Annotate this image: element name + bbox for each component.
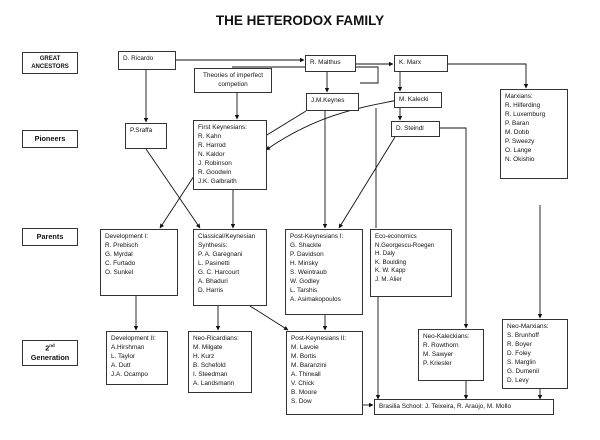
node-neo-marxians: Neo-Marxians: S. Brunhoff R. Boyer D. Fo… [502, 319, 568, 389]
list-item: K. W. Kapp [375, 267, 406, 275]
node-ricardo: D. Ricardo [118, 51, 176, 70]
list-item: G. Myrdal [105, 250, 133, 258]
list-item: A. Landsmann [193, 379, 235, 387]
list-item: P. A. Garegnani [198, 250, 243, 258]
list-item: M. Sawyer [423, 350, 454, 358]
node-steindl: D. Steindl [391, 121, 440, 137]
list-item: H. Minsky [290, 259, 319, 267]
list-item: P. Baran [505, 119, 530, 127]
list-item: P. Davidson [290, 250, 324, 258]
node-development-1: Development I: R. Prebisch G. Myrdal C. … [100, 229, 178, 296]
list-item: R. Boyer [507, 340, 532, 348]
list-item: M. Milgate [193, 343, 223, 351]
list-item: P. Sweezy [505, 137, 535, 145]
list-item: A. Thirwall [291, 370, 321, 378]
gen-label-pioneers: Pioneers [22, 130, 78, 148]
link-marx-marxians [448, 63, 529, 89]
node-brasilia-school: Brasilia School: J. Teixeira, R. Araújo,… [374, 399, 554, 415]
node-malthus: R. Malthus [305, 55, 356, 72]
list-item: N.Georgescu-Roegen [375, 241, 435, 249]
list-item: R. Goodwin [198, 168, 232, 176]
link-keynes-first-keynesians [261, 110, 307, 139]
diagram-title: THE HETERODOX FAMILY [215, 13, 385, 28]
list-item: H. Daly [375, 250, 395, 258]
list-item: R. Harrod [198, 141, 226, 149]
node-kalecki: M. Kalecki [394, 92, 442, 108]
list-item: A. Dutt [111, 361, 131, 369]
gen-label-parents: Parents [22, 228, 78, 246]
gen-word: Generation [30, 353, 70, 363]
node-eco-economics: Eco-economics N.Georgescu-Roegen H. Daly… [370, 229, 452, 297]
node-post-keynesians-1: Post-Keynesians I: G. Shackle P. Davidso… [285, 229, 363, 315]
list-item: J.A. Ocampo [111, 370, 148, 378]
list-item: P. Kriesler [423, 359, 452, 367]
node-neo-ricardians: Neo-Ricardians: M. Milgate H. Kurz B. Sc… [188, 331, 252, 393]
gen-label-second-generation: 2nd Generation [22, 340, 78, 366]
list-item: N. Kaldor [198, 150, 225, 158]
list-item: L. Taylor [111, 352, 136, 360]
node-first-keynesians: First Keynesians: R. Kahn R. Harrod N. K… [193, 120, 267, 190]
node-keynes: J.M.Keynes [306, 93, 359, 111]
link-classical-post-keynesians2 [249, 305, 289, 331]
list-item: M. Baranzini [291, 361, 327, 369]
list-item: H. Kurz [193, 352, 215, 360]
list-item: G. C. Harcourt [198, 268, 240, 276]
list-item: G. Dumenil [507, 367, 539, 375]
node-classical-keynesian: Classical/Keynesian Synthesis: P. A. Gar… [193, 229, 267, 306]
node-neo-kaleckians: Neo-Kaleckians: R. Rowthorn M. Sawyer P.… [418, 329, 484, 381]
list-item: G. Shackle [290, 241, 322, 249]
list-item: L. Pasinetti [198, 259, 230, 267]
list-item: S. Marglin [507, 358, 536, 366]
node-sraffa: P.Sraffa [125, 123, 167, 149]
list-item: M. Dobb [505, 128, 530, 136]
list-item: J.K. Galbraith [198, 177, 237, 185]
list-item: M. Lavoie [291, 343, 319, 351]
list-item: R. Kahn [198, 132, 222, 140]
list-item: S. Brunhoff [507, 331, 539, 339]
list-item: A. Asimakopoulos [290, 295, 341, 303]
list-item: D. Foley [507, 349, 531, 357]
list-item: O. Lange [505, 146, 532, 154]
list-item: W. Godley [290, 277, 320, 285]
link-first-development [159, 172, 197, 229]
node-marx: K. Marx [394, 55, 448, 72]
gen-suffix: nd [49, 342, 55, 348]
list-item: A. Bhaduri [198, 277, 228, 285]
list-item: J. Robinson [198, 159, 232, 167]
link-steindl-neo-kaleckians [440, 127, 469, 329]
gen-number: 2 [45, 343, 50, 353]
list-item: A.Hirshman [111, 343, 145, 351]
list-item: D. Levy [507, 376, 529, 384]
list-item: J. M. Alier [375, 275, 402, 283]
list-item: D. Harris [198, 286, 224, 294]
list-item: M. Bortis [291, 352, 317, 360]
list-item: O. Sunkel [105, 268, 134, 276]
node-post-keynesians-2: Post-Keynesians II: M. Lavoie M. Bortis … [286, 331, 363, 415]
list-item: R. Rowthorn [423, 341, 459, 349]
list-item: L. Tarshis [290, 286, 318, 294]
node-marxians: Marxians: R. Hilferding R. Luxemburg P. … [500, 89, 568, 179]
list-item: I. Steedman [193, 370, 228, 378]
list-item: S. Weintraub [290, 268, 327, 276]
list-item: R. Luxemburg [505, 110, 546, 118]
link-sraffa-classical [145, 148, 201, 229]
node-imperfect-competition: Theories of imperfect competion [194, 68, 272, 93]
list-item: B. Schefold [193, 361, 226, 369]
list-item: V. Chick [291, 379, 315, 387]
list-item: R. Hilferding [505, 101, 541, 109]
list-item: R. Prebisch [105, 241, 139, 249]
gen-label-great-ancestors: GREAT ANCESTORS [22, 52, 78, 74]
node-development-2: Development II: A.Hirshman L. Taylor A. … [106, 331, 168, 385]
list-item: N. Okishio [505, 155, 535, 163]
link-steindl-post-keynesians1 [338, 136, 396, 229]
list-item: B. Moore [291, 388, 317, 396]
list-item: S. Dow [291, 397, 312, 405]
list-item: K. Boulding [375, 258, 407, 266]
list-item: C. Furtado [105, 259, 136, 267]
